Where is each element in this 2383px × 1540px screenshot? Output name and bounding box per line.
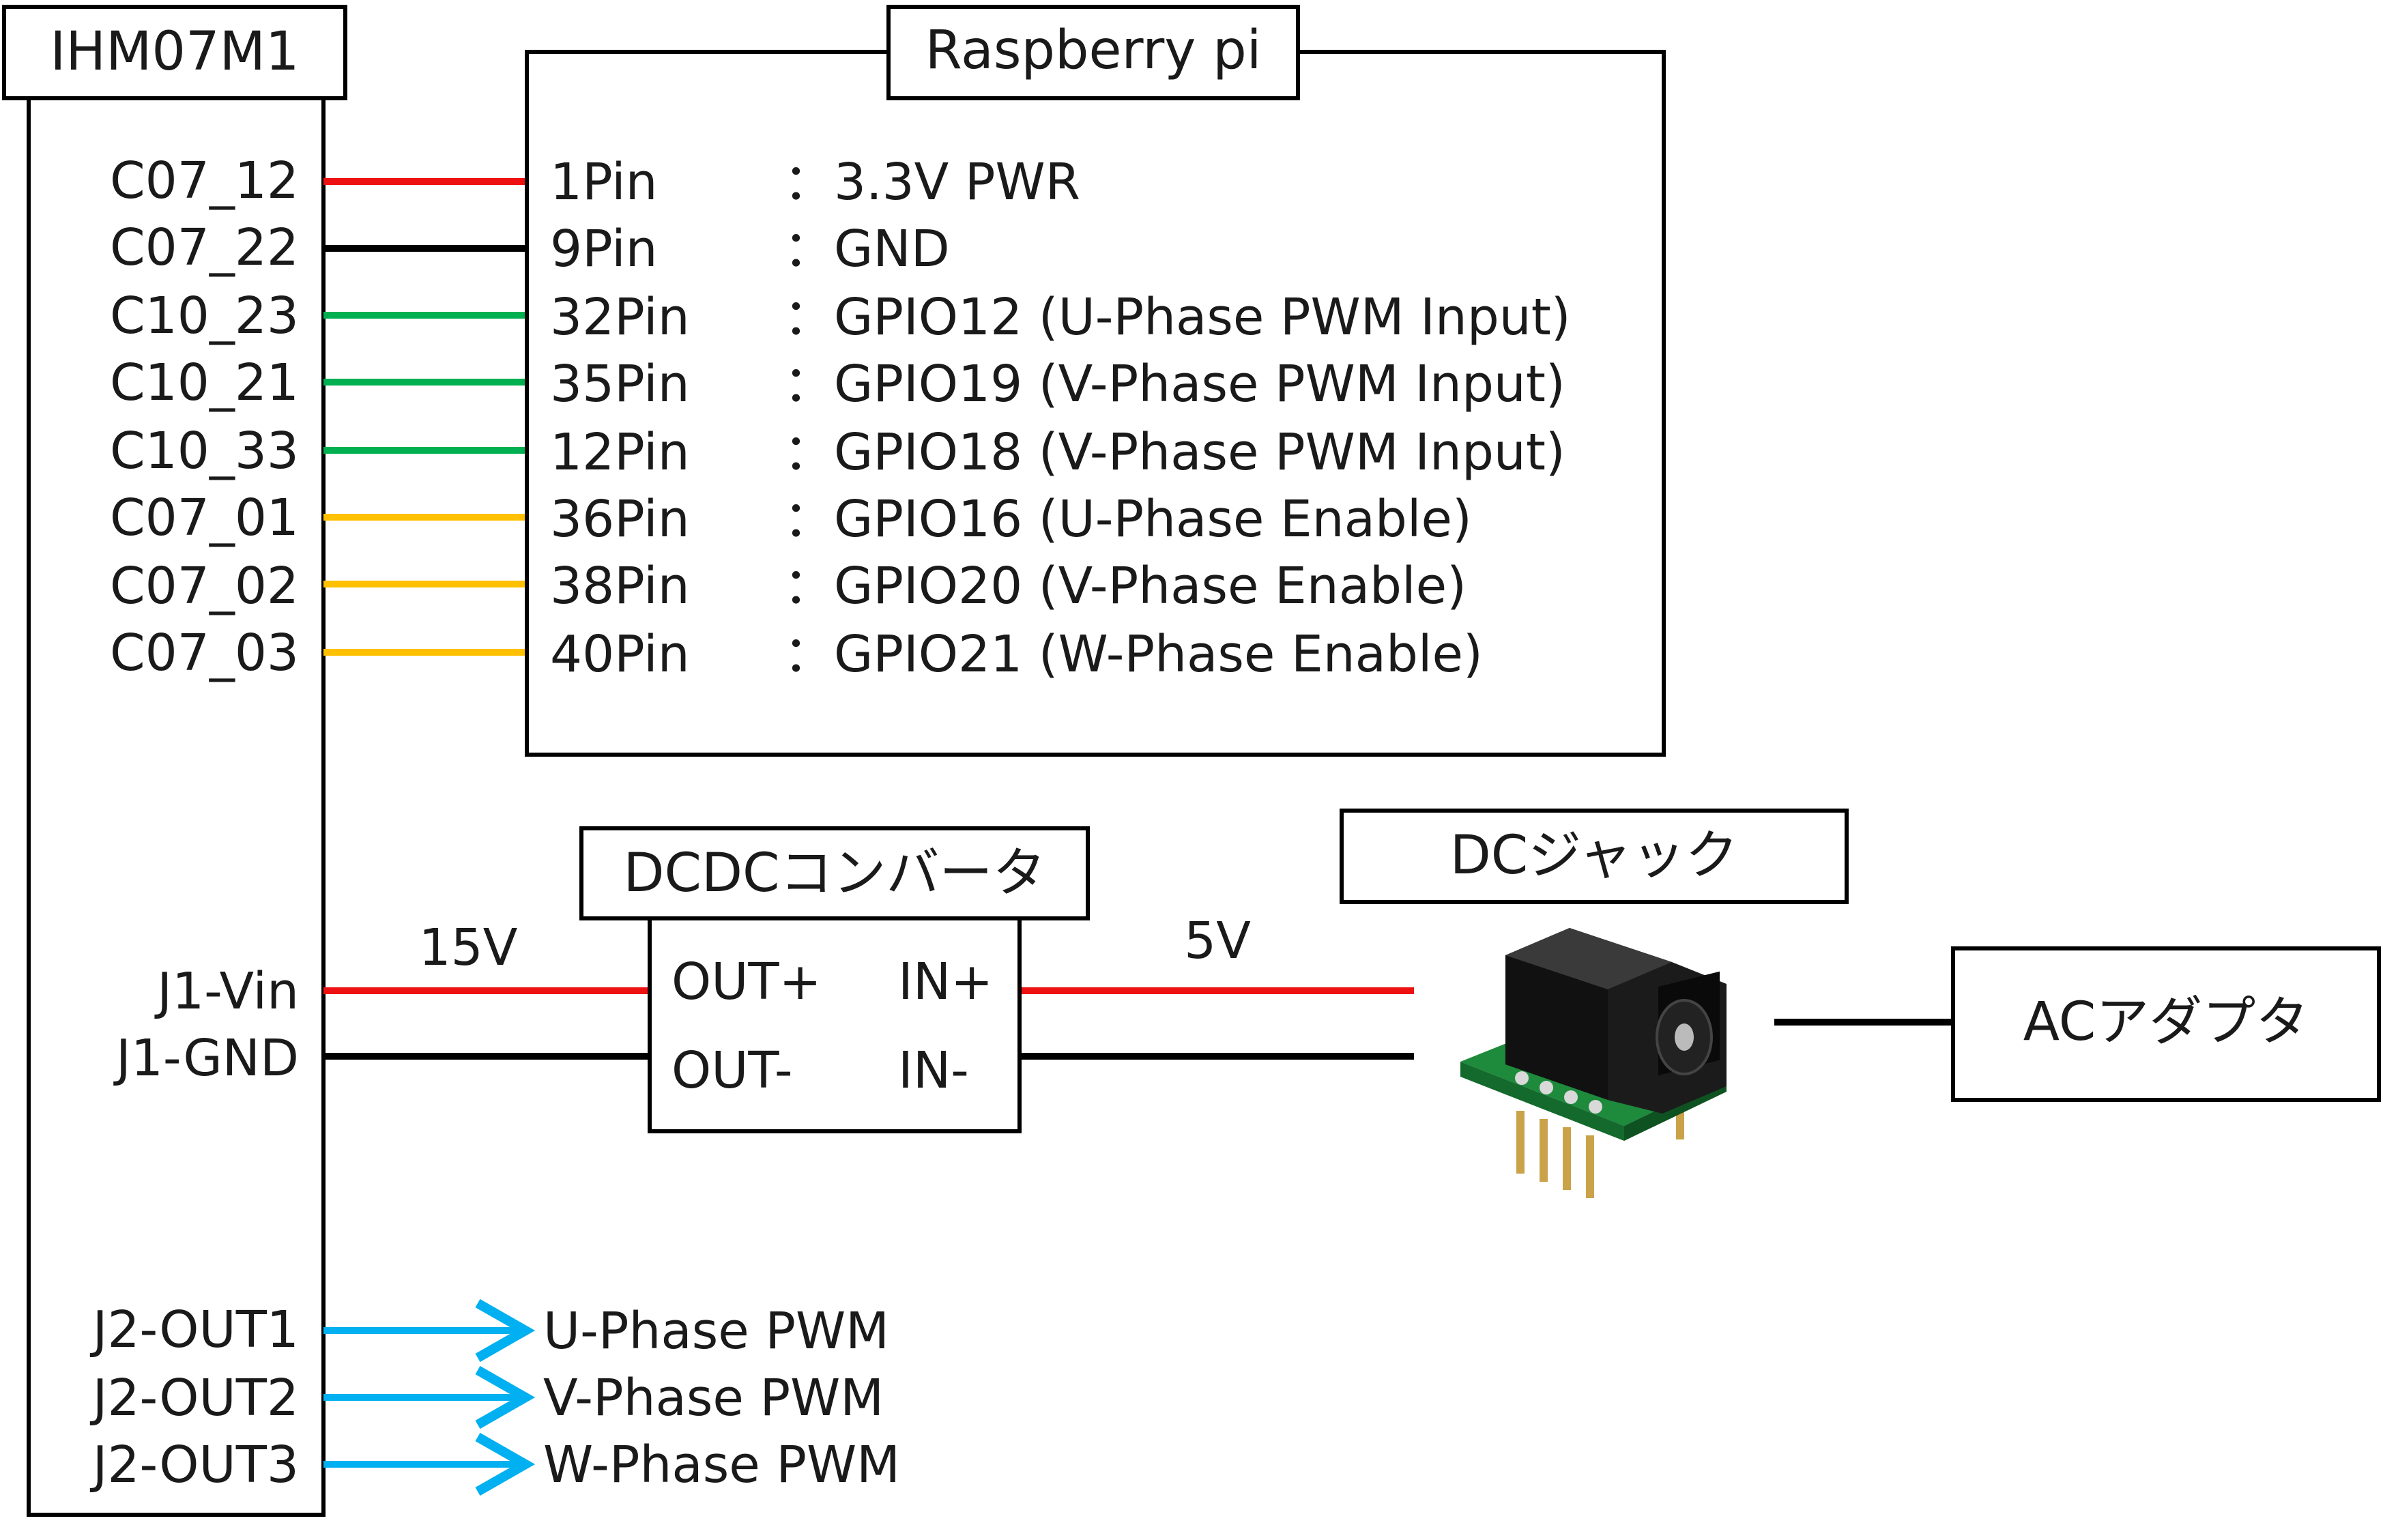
dcdc-converter-title: DCDCコンバータ [623,843,1045,904]
ihm-pin-label: C10_33 [110,422,299,480]
rpi-pin-number: 9Pin [550,220,658,278]
rpi-pin-number: 12Pin [550,423,690,482]
output-label-u-phase: U-Phase PWM [543,1302,889,1361]
dcdc-converter-body [648,916,1022,1133]
signal-wires [323,178,527,656]
dcdc-converter-title-box [579,826,1090,920]
rpi-pin-number: 32Pin [550,288,690,347]
dcdc-out-plus-label: OUT+ [671,953,822,1011]
rpi-pin-number: 35Pin [550,355,690,413]
ihm-pin-label: C07_12 [110,151,299,210]
power-wires: 15V 5V [323,912,1953,1060]
ihm-pin-label: C10_21 [110,353,299,412]
dcdc-in-minus-label: IN- [898,1041,969,1100]
ihm-pin-label: C10_23 [110,287,299,345]
output-label-w-phase: W-Phase PWM [543,1436,900,1494]
raspberry-pi-block: Raspberry pi 1Pin ：3.3V PWR 9Pin ：GND 32… [525,5,1666,757]
dc-jack-title-box [1340,809,1849,904]
dcdc-out-minus-label: OUT- [671,1041,793,1100]
ihm-j2-out1-label: J2-OUT1 [90,1301,299,1359]
ihm07m1-pin-labels: C07_12 C07_22 C10_23 C10_21 C10_33 C07_0… [110,151,299,682]
ihm-j1-gnd-label: J1-GND [113,1029,299,1088]
ihm07m1-body [27,92,326,1517]
rpi-pin-description: ：GPIO21 (W-Phase Enable) [783,625,1483,684]
raspberry-pi-title: Raspberry pi [925,20,1262,81]
rpi-pin-description: ：3.3V PWR [783,153,1080,212]
dc-jack-block: DCジャック [1340,809,1849,1198]
pwm-output-arrows: U-Phase PWM V-Phase PWM W-Phase PWM [323,1298,900,1496]
ac-adapter-block: ACアダプタ [1951,946,2381,1102]
rpi-pin-description: ：GPIO20 (V-Phase Enable) [783,557,1467,615]
ihm-pin-label: C07_01 [110,489,299,547]
rpi-pin-number: 40Pin [550,625,690,684]
rpi-pin-description: ：GPIO16 (U-Phase Enable) [783,490,1472,549]
rpi-pin-number: 36Pin [550,490,690,549]
ihm07m1-board: IHM07M1 C07_12 C07_22 C10_23 C10_21 C10_… [2,5,347,1517]
dc-jack-title: DCジャック [1450,825,1739,886]
rpi-pin-description: ：GND [783,220,950,278]
rpi-pin-description: ：GPIO12 (U-Phase PWM Input) [783,288,1571,347]
ac-adapter-title: ACアダプタ [2023,991,2309,1053]
ihm-pin-label: C07_22 [110,218,299,277]
raspberry-pi-pin-list: 1Pin ：3.3V PWR 9Pin ：GND 32Pin ：GPIO12 (… [550,153,1571,684]
ihm-pin-label: C07_03 [110,624,299,682]
ac-adapter-box [1951,946,2381,1102]
dc-barrel-jack-module-icon [1460,928,1727,1198]
output-label-v-phase: V-Phase PWM [543,1369,884,1427]
ihm07m1-title: IHM07M1 [50,21,299,83]
ihm-j2-out3-label: J2-OUT3 [90,1436,299,1494]
rpi-pin-number: 1Pin [550,153,658,212]
raspberry-pi-title-box [886,5,1300,100]
rpi-pin-description: ：GPIO19 (V-Phase PWM Input) [783,355,1565,413]
voltage-label-5v: 5V [1184,912,1251,970]
ihm-j1-vin-label: J1-Vin [154,962,299,1021]
ihm-pin-label: C07_02 [110,557,299,615]
dcdc-in-plus-label: IN+ [898,953,993,1011]
dcdc-converter-block: DCDCコンバータ OUT+ OUT- IN+ IN- [579,826,1090,1133]
ihm-j2-out2-label: J2-OUT2 [90,1369,299,1427]
rpi-pin-number: 38Pin [550,557,690,615]
raspberry-pi-body [525,50,1666,757]
ihm07m1-title-box [2,5,347,100]
rpi-pin-description: ：GPIO18 (V-Phase PWM Input) [783,423,1565,482]
voltage-label-15v: 15V [419,918,518,977]
